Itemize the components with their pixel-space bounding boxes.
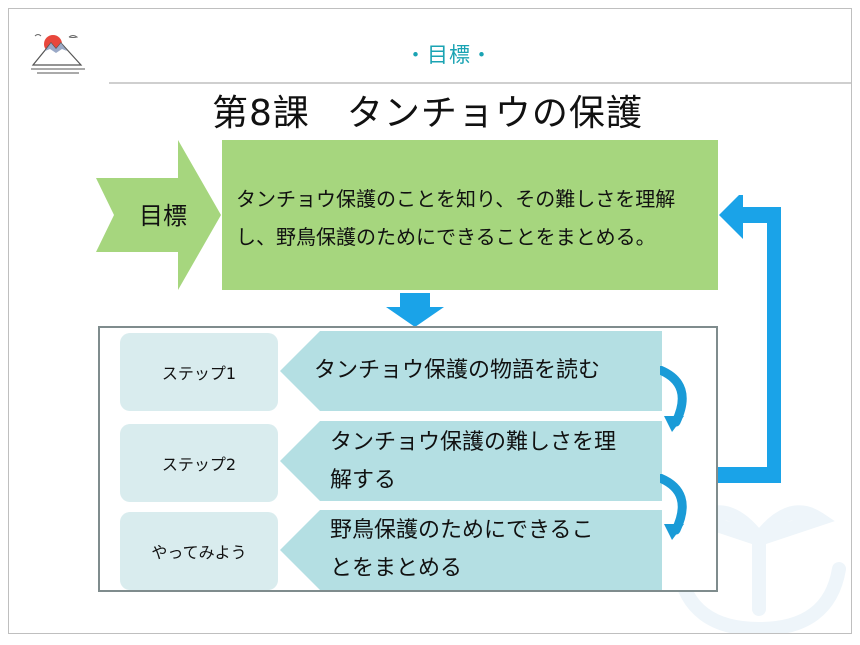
step-1-to-2-curve-arrow-icon [660,366,687,432]
step-3-arrow-shape [280,510,662,590]
header-title: ・目標・ [405,43,493,67]
mount-fuji-logo-icon [31,34,85,74]
step-1-label: ステップ1 [120,333,278,411]
goal-box: タンチョウ保護のことを知り、その難しさを理解 し、野鳥保護のためにできることをま… [222,140,718,290]
step-2-text-line-1: タンチョウ保護の難しさを理 [330,430,617,455]
step-1-text: タンチョウ保護の物語を読む [314,352,600,390]
goal-arrow-shape [96,140,221,290]
step-2-text: タンチョウ保護の難しさを理 解する [330,424,616,500]
header-divider [109,82,851,84]
step-2-label: ステップ2 [120,424,278,502]
step-3-label: やってみよう [120,512,278,590]
feedback-loop-arrow-icon [705,195,781,483]
page-title: 第8課 タンチョウの保護 [212,93,643,134]
step-2-text-line-2: 解する [330,468,397,493]
step-2-to-3-curve-arrow-icon [660,474,687,540]
step-3-text-line-1: 野鳥保護のためにできるこ [330,518,594,543]
step-3-text-line-2: とをまとめる [330,556,463,581]
goal-text-line-2: し、野鳥保護のためにできることをまとめる。 [236,225,656,249]
step-3-text: 野鳥保護のためにできるこ とをまとめる [330,512,594,588]
down-arrow-icon [386,293,444,327]
step-2-arrow-shape [280,421,662,501]
step-1-text-line-1: タンチョウ保護の物語を読む [314,358,601,383]
goal-text-line-1: タンチョウ保護のことを知り、その難しさを理解 [236,187,676,211]
goal-label: 目標 [139,202,187,230]
step-1-arrow-shape [280,331,662,411]
